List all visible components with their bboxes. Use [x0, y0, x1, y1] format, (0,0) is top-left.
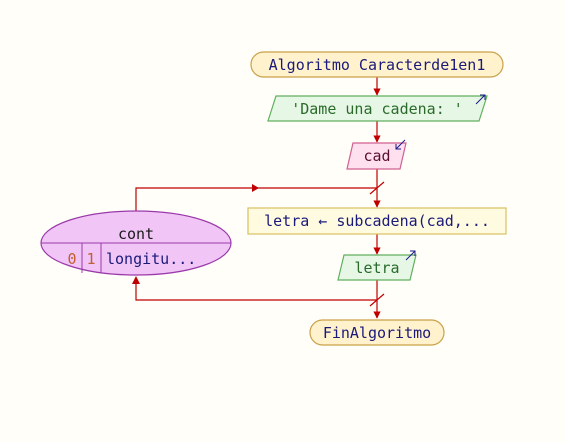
output-arrow-icon	[475, 94, 486, 105]
flow-lines	[132, 77, 385, 319]
start-terminal[interactable]: Algoritmo Caracterde1en1	[250, 51, 504, 78]
assign-process-block[interactable]: letra ← subcadena(cad,...	[247, 207, 507, 235]
end-label: FinAlgoritmo	[323, 324, 431, 342]
output-var-text: letra	[354, 259, 399, 277]
loop-start-value: 0	[67, 250, 76, 268]
loop-counter-text: cont	[118, 225, 154, 243]
start-label: Algoritmo Caracterde1en1	[269, 56, 486, 74]
loop-end-value: longitu...	[106, 250, 196, 268]
output-var-block[interactable]: letra	[337, 250, 417, 281]
loop-return-arrow	[132, 276, 140, 284]
for-loop-block[interactable]: cont 0 1 longitu...	[40, 210, 232, 276]
assign-text: letra ← subcadena(cad,...	[264, 212, 490, 230]
output-prompt-text: 'Dame una cadena: '	[291, 100, 463, 118]
loop-entry-line	[135, 187, 256, 216]
input-block[interactable]: cad	[346, 139, 407, 170]
junction-mark-top	[369, 181, 385, 195]
output-prompt-block[interactable]: 'Dame una cadena: '	[267, 94, 488, 122]
input-arrow-icon	[395, 139, 406, 150]
input-var-text: cad	[363, 147, 390, 165]
output-var-arrow-icon	[405, 250, 416, 261]
end-terminal[interactable]: FinAlgoritmo	[309, 319, 445, 346]
junction-mark-bottom	[369, 293, 385, 307]
loop-entry-arrow	[252, 184, 259, 192]
loop-return-line	[135, 279, 377, 301]
loop-step-value: 1	[86, 250, 95, 268]
